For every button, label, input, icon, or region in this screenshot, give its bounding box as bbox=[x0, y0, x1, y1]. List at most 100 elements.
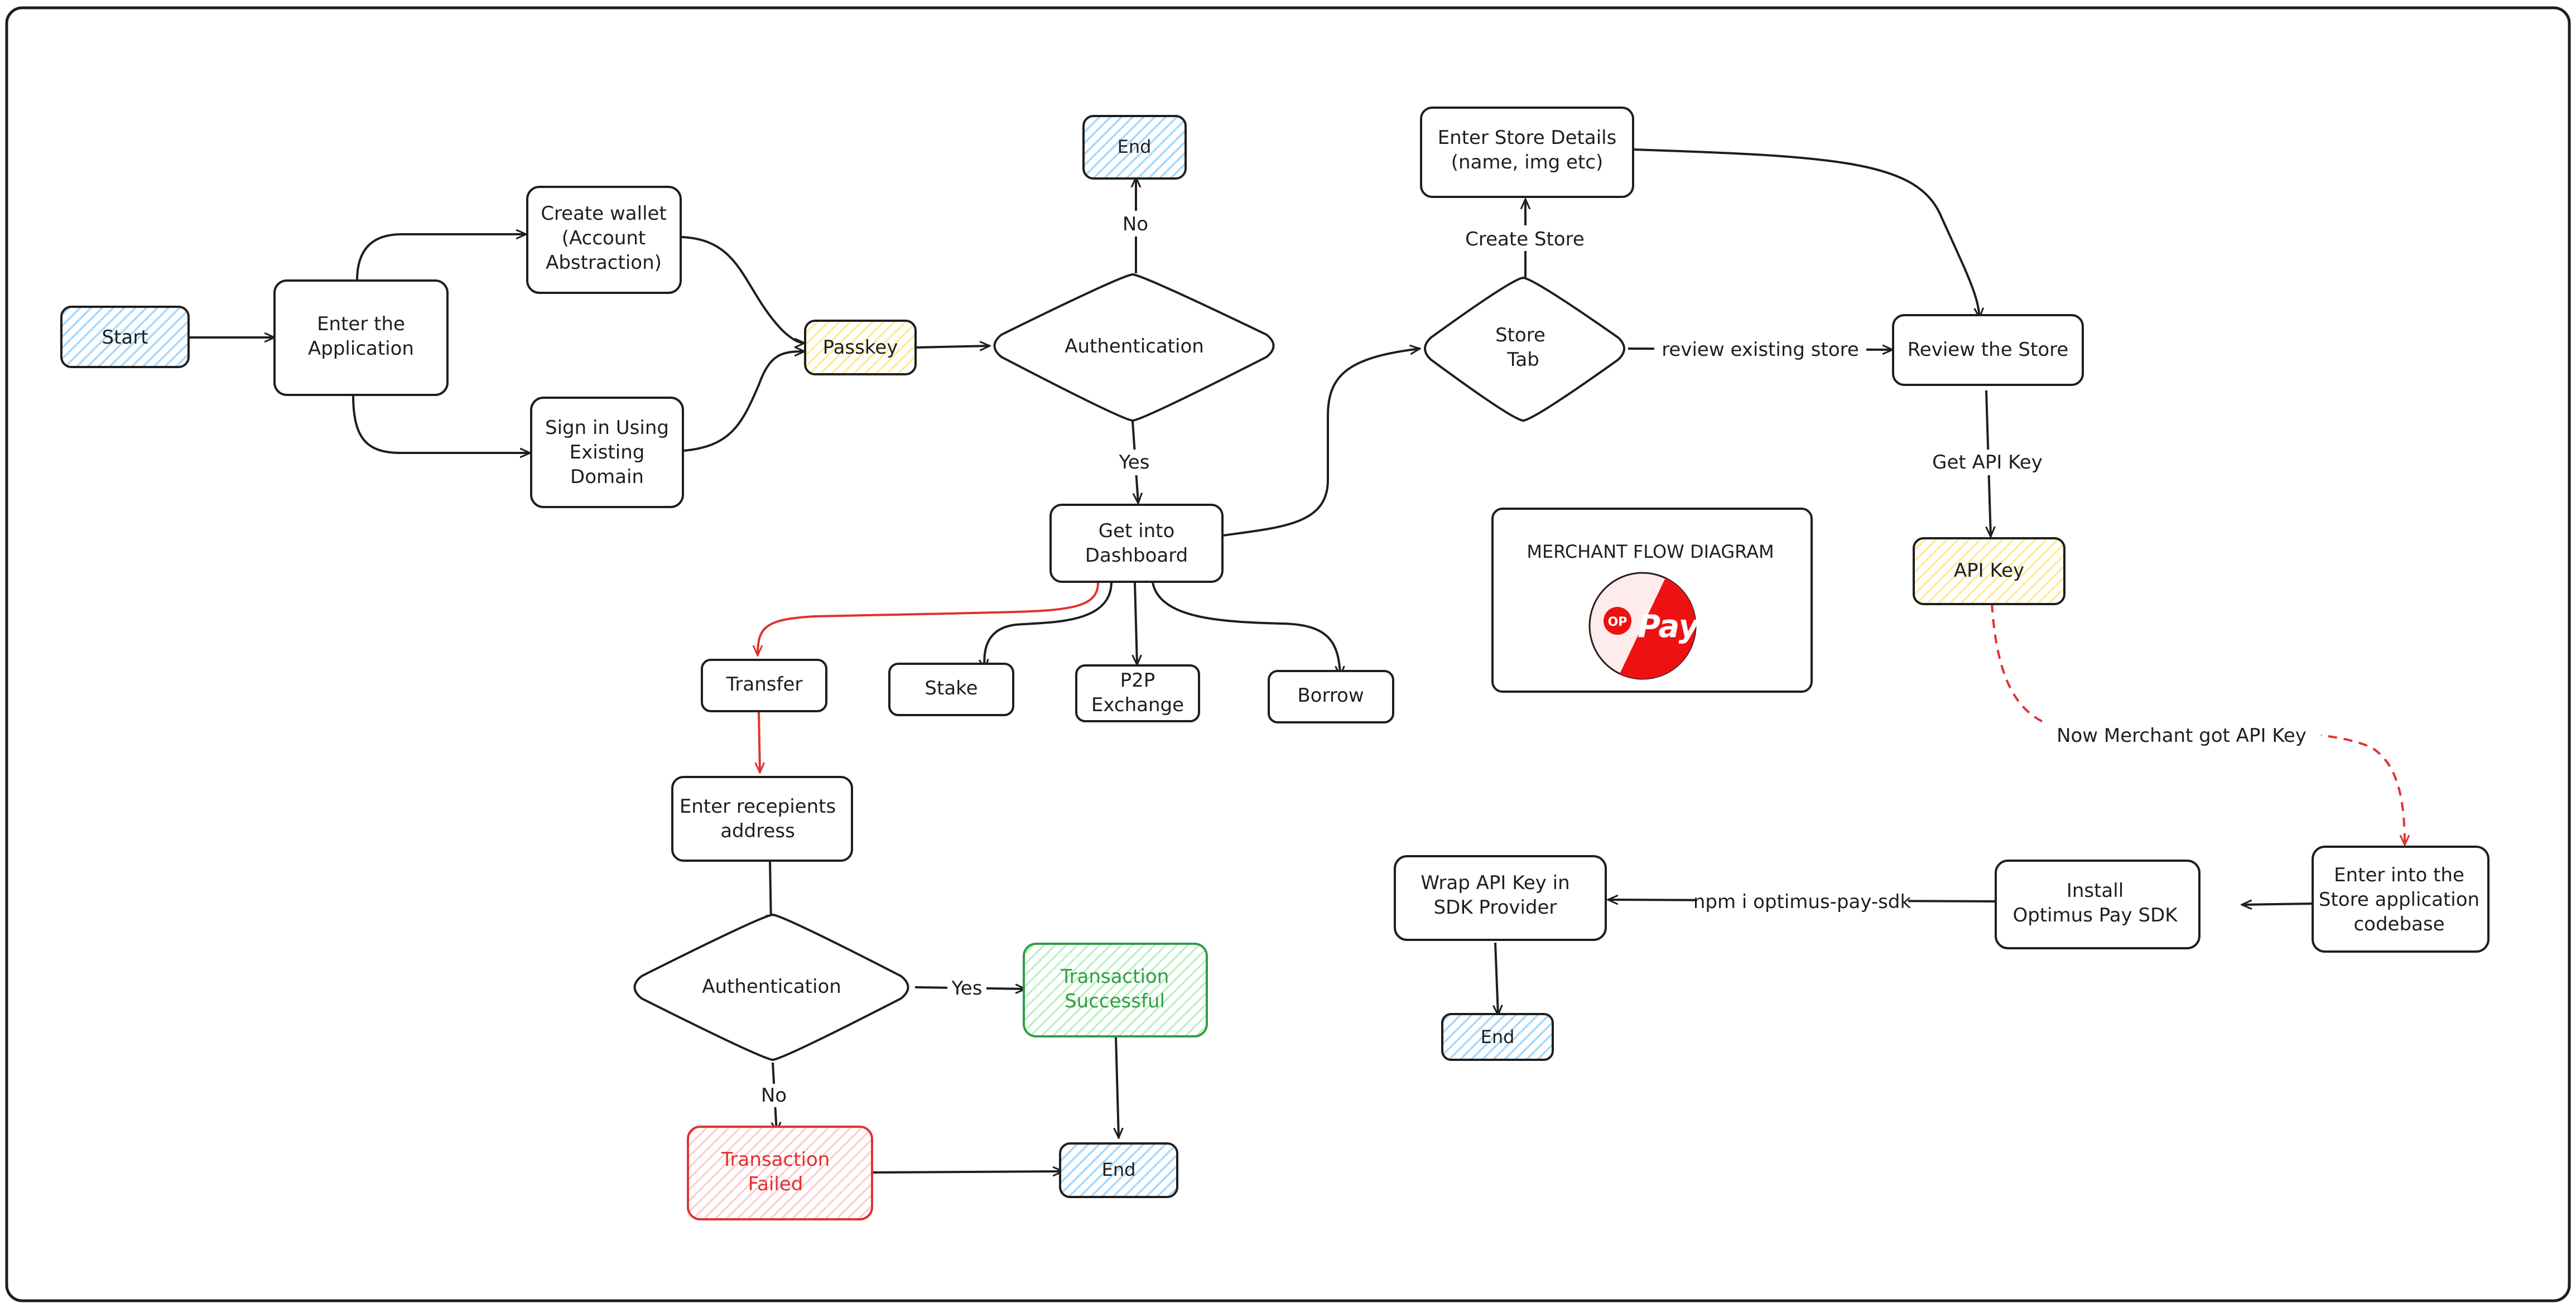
node-wrap-api-key: Wrap API Key in SDK Provider bbox=[1394, 855, 1607, 941]
optimus-pay-logo: OP Pay bbox=[1588, 572, 1701, 680]
svg-text:Optimus Pay SDK: Optimus Pay SDK bbox=[2012, 904, 2178, 926]
node-create-wallet: Create wallet (Account Abstraction) bbox=[526, 186, 682, 294]
svg-text:Install: Install bbox=[2067, 880, 2124, 902]
node-transaction-successful: Transaction Successful bbox=[1023, 943, 1208, 1037]
merchant-title: MERCHANT FLOW DIAGRAM bbox=[1527, 541, 1774, 562]
svg-text:Dashboard: Dashboard bbox=[1085, 544, 1188, 567]
svg-text:Start: Start bbox=[102, 326, 148, 349]
svg-text:Transaction: Transaction bbox=[721, 1148, 830, 1171]
svg-text:Application: Application bbox=[308, 337, 414, 360]
svg-text:Enter into the: Enter into the bbox=[2334, 864, 2464, 886]
node-end-right: End bbox=[1441, 1013, 1554, 1061]
node-borrow: Borrow bbox=[1268, 670, 1394, 723]
edge-transfer-to-recipients bbox=[759, 711, 760, 773]
svg-text:codebase: codebase bbox=[2353, 913, 2444, 935]
node-passkey: Passkey bbox=[804, 320, 917, 375]
svg-text:Exchange: Exchange bbox=[1091, 694, 1184, 716]
edge-passkey-to-auth bbox=[916, 346, 990, 347]
svg-text:address: address bbox=[720, 820, 795, 842]
edge-dashboard-to-borrow bbox=[1152, 582, 1340, 676]
edge-label-yes-bottom: Yes bbox=[951, 977, 983, 1000]
edge-label-no-bottom: No bbox=[761, 1084, 787, 1107]
node-api-key: API Key bbox=[1913, 537, 2065, 605]
edge-sign-in-to-passkey bbox=[683, 351, 805, 452]
svg-text:Failed: Failed bbox=[748, 1173, 803, 1195]
svg-text:Enter recepients: Enter recepients bbox=[680, 795, 836, 818]
edge-dashboard-to-store-tab bbox=[1222, 349, 1420, 537]
svg-text:Tab: Tab bbox=[1506, 349, 1539, 371]
edge-success-to-end bbox=[1116, 1037, 1119, 1138]
logo-word: Pay bbox=[1638, 609, 1701, 645]
svg-text:Store application: Store application bbox=[2319, 889, 2479, 911]
svg-text:Store: Store bbox=[1495, 324, 1545, 346]
node-store-tab: Store Tab bbox=[1424, 276, 1625, 422]
node-p2p-exchange: P2P Exchange bbox=[1075, 664, 1200, 722]
node-transaction-failed: Transaction Failed bbox=[687, 1126, 873, 1220]
node-end-top: End bbox=[1082, 115, 1187, 180]
edge-dashboard-to-p2p bbox=[1135, 582, 1137, 665]
node-sign-in: Sign in Using Existing Domain bbox=[530, 397, 684, 508]
svg-text:Domain: Domain bbox=[570, 466, 644, 488]
svg-text:Transfer: Transfer bbox=[726, 673, 803, 696]
svg-text:Passkey: Passkey bbox=[823, 336, 898, 359]
edge-application-to-create-wallet bbox=[356, 234, 526, 281]
svg-text:Create wallet: Create wallet bbox=[541, 202, 667, 225]
svg-text:Authentication: Authentication bbox=[1065, 335, 1204, 358]
svg-text:Abstraction): Abstraction) bbox=[546, 252, 662, 274]
edge-details-to-review bbox=[1631, 148, 1980, 318]
edge-failed-to-end bbox=[873, 1171, 1063, 1172]
node-get-into-dashboard: Get into Dashboard bbox=[1049, 504, 1224, 583]
svg-text:P2P: P2P bbox=[1120, 669, 1155, 692]
merchant-title-card: MERCHANT FLOW DIAGRAM OP Pay bbox=[1491, 508, 1813, 693]
edges bbox=[190, 148, 2315, 1172]
edge-label-review-existing-store: review existing store bbox=[1662, 339, 1859, 361]
svg-text:Sign in Using: Sign in Using bbox=[545, 417, 669, 439]
svg-text:(name, img etc): (name, img etc) bbox=[1451, 151, 1603, 173]
svg-text:Borrow: Borrow bbox=[1297, 684, 1364, 707]
node-enter-recipients: Enter recepients address bbox=[671, 776, 853, 862]
node-enter-application: Enter the Application bbox=[273, 279, 449, 396]
logo-badge: OP bbox=[1608, 615, 1628, 629]
svg-text:End: End bbox=[1481, 1026, 1515, 1048]
node-stake: Stake bbox=[888, 663, 1014, 716]
svg-text:Authentication: Authentication bbox=[702, 976, 841, 998]
edge-label-no-top: No bbox=[1123, 213, 1148, 235]
node-review-store: Review the Store bbox=[1892, 314, 2084, 386]
svg-text:Stake: Stake bbox=[925, 677, 978, 699]
node-authentication-bottom: Authentication bbox=[633, 913, 909, 1061]
svg-text:End: End bbox=[1102, 1159, 1136, 1180]
edge-label-get-api-key: Get API Key bbox=[1932, 451, 2043, 474]
edge-label-now-merchant-got-api-key: Now Merchant got API Key bbox=[2057, 725, 2307, 747]
edge-label-yes-top: Yes bbox=[1119, 451, 1150, 474]
svg-text:Enter Store Details: Enter Store Details bbox=[1438, 127, 1617, 149]
node-install-sdk: Install Optimus Pay SDK bbox=[1995, 860, 2201, 949]
svg-text:API Key: API Key bbox=[1954, 559, 2024, 582]
svg-text:Review the Store: Review the Store bbox=[1908, 339, 2069, 361]
svg-text:Get into: Get into bbox=[1099, 520, 1175, 542]
svg-text:Enter the: Enter the bbox=[317, 313, 405, 335]
edge-label-create-store: Create Store bbox=[1465, 228, 1585, 250]
svg-text:Successful: Successful bbox=[1065, 990, 1165, 1012]
node-enter-codebase: Enter into the Store application codebas… bbox=[2312, 846, 2490, 953]
edge-label-npm-install: npm i optimus-pay-sdk bbox=[1693, 891, 1911, 913]
outer-frame bbox=[5, 6, 2571, 1302]
svg-text:(Account: (Account bbox=[562, 227, 646, 249]
svg-text:End: End bbox=[1118, 136, 1152, 157]
node-enter-store-details: Enter Store Details (name, img etc) bbox=[1420, 107, 1634, 198]
edge-create-wallet-to-passkey bbox=[681, 236, 805, 343]
svg-text:Wrap API Key in: Wrap API Key in bbox=[1421, 872, 1569, 894]
node-start: Start bbox=[60, 306, 190, 368]
edge-dashboard-to-stake bbox=[984, 582, 1113, 669]
edge-wrap-to-end bbox=[1495, 942, 1498, 1015]
svg-text:SDK Provider: SDK Provider bbox=[1434, 896, 1557, 919]
node-authentication-top: Authentication bbox=[993, 273, 1275, 422]
edge-codebase-to-install bbox=[2242, 904, 2315, 905]
svg-text:Existing: Existing bbox=[570, 441, 645, 464]
svg-text:Transaction: Transaction bbox=[1060, 966, 1169, 988]
node-transfer: Transfer bbox=[701, 659, 827, 712]
edge-application-to-sign-in bbox=[352, 394, 530, 453]
node-end-bottom: End bbox=[1059, 1142, 1178, 1198]
edge-dashboard-to-transfer bbox=[758, 582, 1099, 655]
edge-labels: No Yes Create Store review existing stor… bbox=[760, 211, 2321, 1107]
